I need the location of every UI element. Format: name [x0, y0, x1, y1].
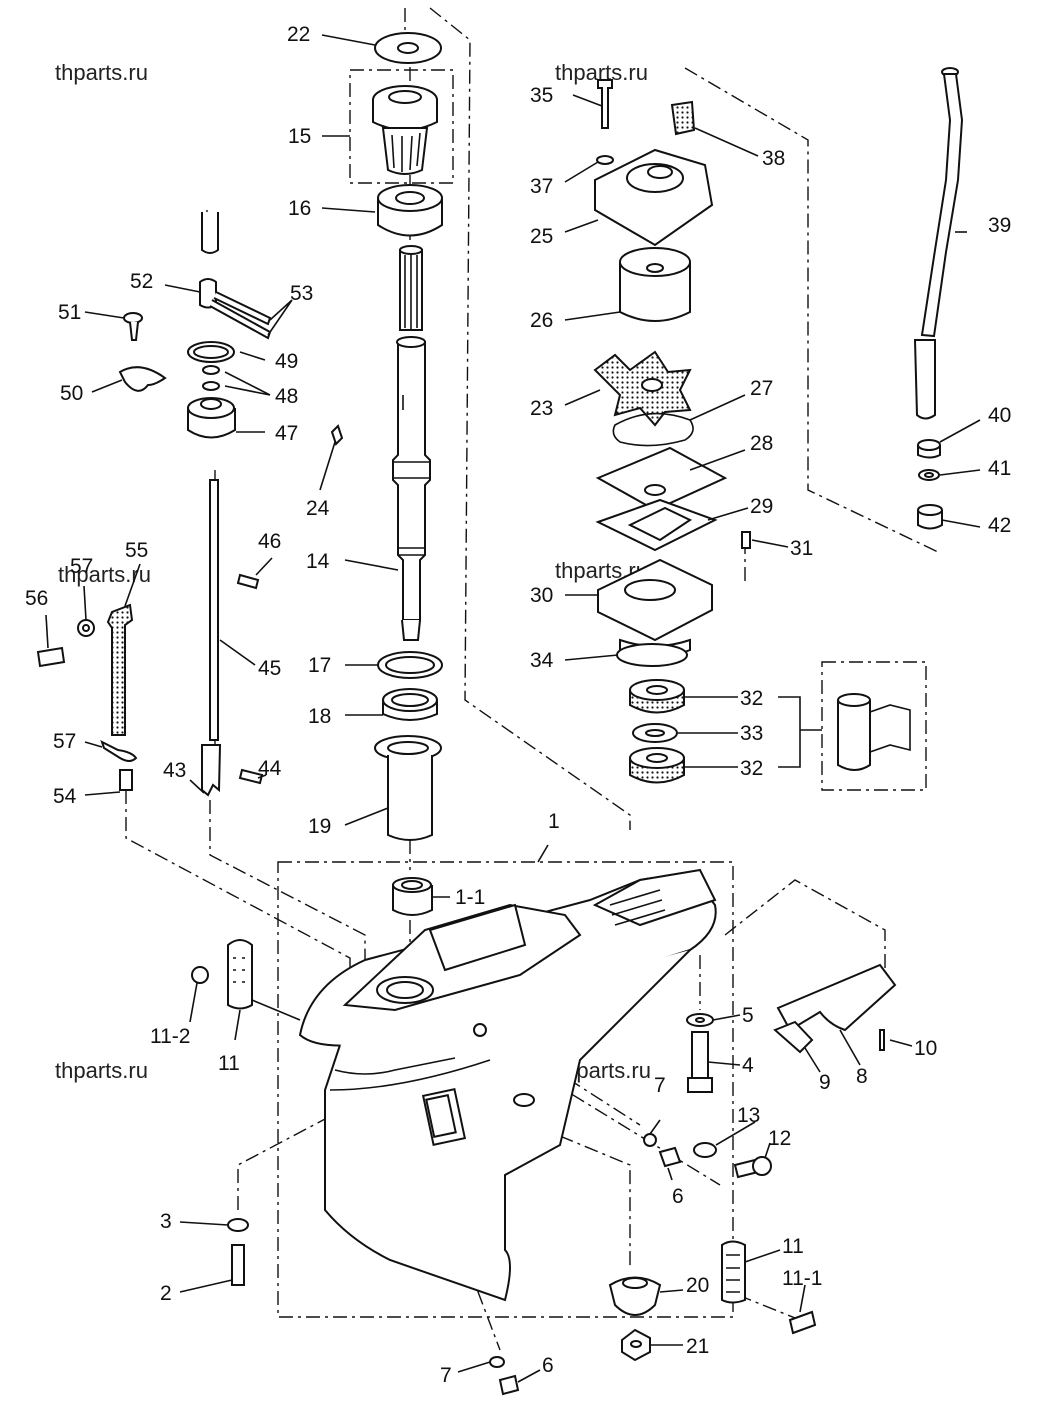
- callout-48: 48: [275, 385, 298, 408]
- callout-44: 44: [258, 757, 282, 780]
- callout-1-1: 1-1: [455, 886, 485, 909]
- hose-assembly-55: [36, 603, 138, 791]
- callout-39: 39: [988, 214, 1011, 237]
- callout-41: 41: [988, 457, 1011, 480]
- callout-42: 42: [988, 514, 1011, 537]
- water-pump-assembly: [593, 79, 751, 784]
- callout-56: 56: [25, 587, 48, 610]
- watermark: thparts.ru: [55, 60, 148, 85]
- callout-43: 43: [163, 759, 186, 782]
- shift-rod-assembly: [118, 212, 272, 797]
- kit-box-1: [277, 861, 734, 1318]
- callout-18: 18: [308, 705, 331, 728]
- callout-4: 4: [742, 1054, 754, 1077]
- callout-54: 54: [53, 785, 77, 808]
- callout-15: 15: [288, 125, 311, 148]
- callout-11b: 11: [782, 1235, 804, 1258]
- gear-20-nut-21: [608, 1276, 662, 1362]
- part-19-sleeve: [374, 735, 442, 841]
- callout-7b: 7: [440, 1364, 452, 1387]
- callout-57b: 57: [53, 730, 76, 753]
- detail-box-32: [821, 661, 927, 791]
- callout-29: 29: [750, 495, 773, 518]
- callout-45: 45: [258, 657, 281, 680]
- callout-27: 27: [750, 377, 773, 400]
- callout-22: 22: [287, 23, 310, 46]
- part-1-1-bushing: [392, 877, 433, 916]
- leader-lines: [45, 34, 981, 1383]
- callout-32b: 32: [740, 757, 763, 780]
- callout-37: 37: [530, 175, 553, 198]
- callout-53: 53: [290, 282, 313, 305]
- callout-21: 21: [686, 1335, 709, 1358]
- part-11-anode-right: [721, 1240, 817, 1335]
- watermark: thparts.ru: [55, 1058, 148, 1083]
- part-18-seal: [382, 688, 438, 721]
- callout-33: 33: [740, 722, 763, 745]
- part-11-anode-left: [191, 939, 253, 1010]
- part-14-driveshaft: [392, 245, 431, 641]
- callout-14: 14: [306, 550, 330, 573]
- callout-9: 9: [819, 1071, 831, 1094]
- callout-1: 1: [548, 810, 560, 833]
- screw-parts: [227, 1133, 772, 1396]
- callout-20: 20: [686, 1274, 709, 1297]
- callout-24: 24: [306, 497, 330, 520]
- callout-11: 11: [218, 1052, 240, 1075]
- callout-23: 23: [530, 397, 553, 420]
- callout-28: 28: [750, 432, 773, 455]
- part-1-gearcase: [298, 868, 717, 1302]
- callout-7: 7: [654, 1074, 666, 1097]
- trim-parts-right: [686, 963, 897, 1093]
- callout-40: 40: [988, 404, 1011, 427]
- callout-12: 12: [768, 1127, 791, 1150]
- callout-57: 57: [70, 555, 93, 578]
- callout-16: 16: [288, 197, 311, 220]
- callout-25: 25: [530, 225, 553, 248]
- callout-17: 17: [308, 654, 331, 677]
- callout-8: 8: [856, 1065, 868, 1088]
- part-15-gear: [372, 85, 438, 175]
- callout-35: 35: [530, 84, 553, 107]
- callout-11-1: 11-1: [782, 1267, 822, 1290]
- callout-51: 51: [58, 301, 81, 324]
- callout-46: 46: [258, 530, 281, 553]
- callout-3: 3: [160, 1210, 172, 1233]
- callout-52: 52: [130, 270, 153, 293]
- callout-34: 34: [530, 649, 554, 672]
- callout-30: 30: [530, 584, 553, 607]
- part-16-bearing: [377, 184, 443, 237]
- callout-6b: 6: [542, 1354, 554, 1377]
- callout-38: 38: [762, 147, 785, 170]
- callout-13: 13: [737, 1104, 760, 1127]
- part-17-seal: [377, 651, 443, 679]
- callout-10: 10: [914, 1037, 937, 1060]
- callout-31: 31: [790, 537, 813, 560]
- callout-11-2: 11-2: [150, 1025, 190, 1048]
- callout-32: 32: [740, 687, 763, 710]
- callout-49: 49: [275, 350, 298, 373]
- water-tube-39: [913, 67, 964, 530]
- callout-6: 6: [672, 1185, 684, 1208]
- detail-32: [837, 693, 911, 771]
- callout-50: 50: [60, 382, 83, 405]
- callout-labels: 22 15 16 52 53 51 49 50 48 47 24 46 14 5…: [25, 23, 1011, 1387]
- callout-2: 2: [160, 1282, 172, 1305]
- part-22-washer: [374, 32, 442, 64]
- part-24-key: [330, 424, 344, 446]
- callout-5: 5: [742, 1004, 754, 1027]
- callout-19: 19: [308, 815, 331, 838]
- callout-26: 26: [530, 309, 553, 332]
- callout-55: 55: [125, 539, 148, 562]
- callout-47: 47: [275, 422, 298, 445]
